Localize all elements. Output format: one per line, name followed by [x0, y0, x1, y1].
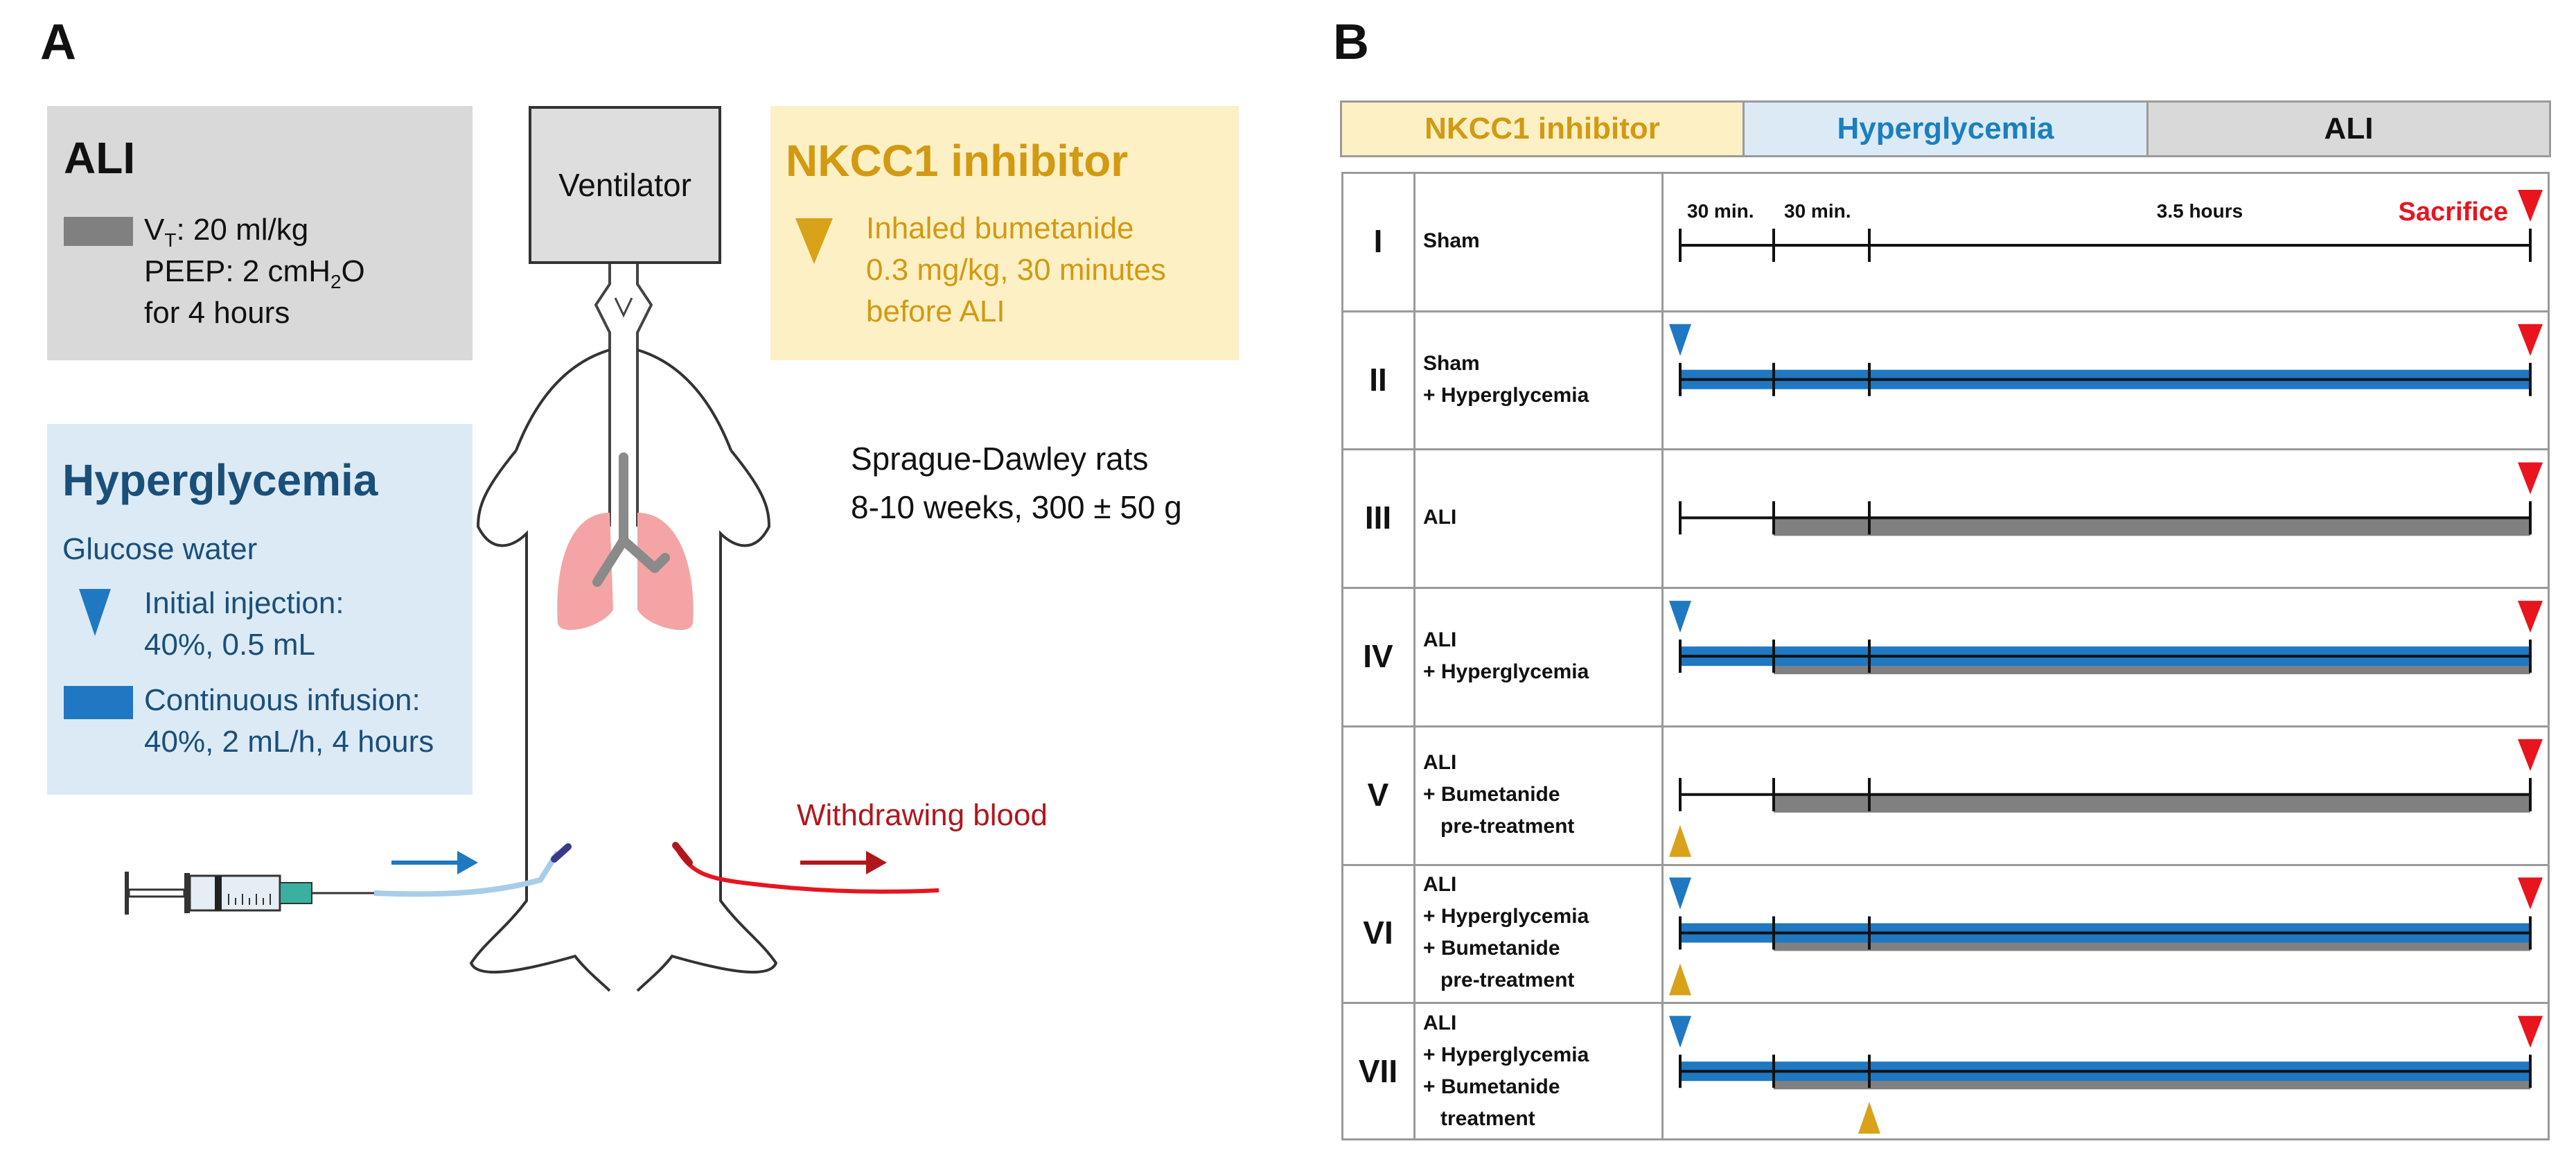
sacrifice-label: Sacrifice — [2399, 197, 2508, 227]
rat-outline-right — [636, 449, 778, 992]
group-table — [1341, 172, 2550, 1140]
ventilator-tube-left — [594, 264, 611, 527]
group-label: Sham — [1423, 229, 1480, 252]
group-number: IV — [1363, 637, 1393, 674]
infusion-line1: Continuous infusion: — [144, 683, 421, 717]
group-number: V — [1367, 776, 1389, 813]
group-label: ALI + Bumetanide pre-treatment — [1423, 750, 1575, 838]
sacrifice-triangle-icon — [2518, 739, 2543, 771]
sacrifice-triangle-icon — [2518, 190, 2543, 222]
nkcc1-box: NKCC1 inhibitor Inhaled bumetanide 0.3 m… — [770, 106, 1239, 360]
injection-triangle-icon — [1669, 877, 1691, 910]
ali-peep: PEEP: 2 cmH2O — [144, 254, 365, 292]
infusion-line2: 40%, 2 mL/h, 4 hours — [144, 725, 434, 759]
group-label: ALI + Hyperglycemia + Bumetanide pre-tre… — [1423, 873, 1589, 992]
table-divider-2 — [1661, 172, 1664, 1140]
rats-line1: Sprague-Dawley rats — [851, 441, 1149, 477]
timeline-label-30min-2: 30 min. — [1784, 200, 1851, 222]
rat-illustration — [125, 264, 939, 992]
injection-triangle-icon — [1669, 1016, 1691, 1048]
blue-triangle-icon — [79, 589, 111, 636]
withdraw-label: Withdrawing blood — [797, 798, 1048, 832]
left-lung — [557, 513, 613, 630]
rats-line2: 8-10 weeks, 300 ± 50 g — [851, 489, 1182, 525]
bumetanide-triangle-icon — [1669, 963, 1691, 996]
injection-triangle-icon — [1669, 601, 1691, 633]
row-separator — [1341, 448, 2550, 451]
panel-a-letter: A — [40, 15, 76, 70]
group-number: II — [1369, 361, 1387, 398]
rat-head-right — [637, 349, 732, 451]
sacrifice-triangle-icon — [2518, 601, 2543, 633]
bumetanide-triangle-icon — [1669, 824, 1691, 857]
catheter-line — [373, 850, 561, 897]
group-label: ALI + Hyperglycemia — [1423, 628, 1589, 683]
group-number: III — [1364, 500, 1392, 536]
legend-ali: ALI — [2146, 100, 2551, 157]
group-label: Sham + Hyperglycemia — [1423, 351, 1589, 407]
group-number: I — [1373, 222, 1383, 259]
ali-vt: VT: 20 ml/kg — [144, 213, 309, 251]
table-divider-1 — [1413, 172, 1415, 1140]
nkcc1-line2: 0.3 mg/kg, 30 minutes — [866, 253, 1166, 287]
row-separator — [1341, 310, 2550, 312]
nkcc1-line3: before ALI — [866, 294, 1005, 328]
right-lung — [637, 513, 694, 630]
blood-line — [677, 851, 939, 894]
ventilator-box: Ventilator — [529, 106, 721, 264]
ali-legend-swatch — [64, 217, 133, 246]
sacrifice-triangle-icon — [2518, 324, 2543, 356]
group-label: ALI — [1423, 506, 1457, 529]
nkcc1-line1: Inhaled bumetanide — [866, 211, 1134, 245]
ventilator-tube-right — [636, 264, 653, 527]
bumetanide-triangle-icon — [1858, 1102, 1880, 1134]
rat-head-left — [515, 349, 610, 451]
group-label: ALI + Hyperglycemia + Bumetanide treatme… — [1423, 1012, 1589, 1131]
timeline-label-3-5-hours: 3.5 hours — [2157, 200, 2243, 222]
group-number: VI — [1363, 915, 1393, 951]
row-separator — [1341, 863, 2550, 866]
row-separator — [1341, 587, 2550, 590]
injection-triangle-icon — [1669, 324, 1691, 356]
ali-bar — [1774, 793, 2530, 813]
sacrifice-triangle-icon — [2518, 877, 2543, 910]
injection-line2: 40%, 0.5 mL — [144, 628, 316, 662]
timeline-label-30min-1: 30 min. — [1687, 200, 1754, 222]
hyperglycemia-title: Hyperglycemia — [62, 455, 378, 505]
hyperglycemia-subtitle: Glucose water — [62, 532, 258, 566]
gold-triangle-icon — [795, 218, 833, 264]
nkcc1-title: NKCC1 inhibitor — [786, 136, 1129, 186]
legend-nkcc1: NKCC1 inhibitor — [1340, 100, 1745, 157]
rat-outline-left — [469, 449, 611, 992]
sacrifice-triangle-icon — [2518, 462, 2543, 495]
ali-box: ALI VT: 20 ml/kg PEEP: 2 cmH2O for 4 hou… — [47, 106, 473, 360]
ali-duration: for 4 hours — [144, 296, 290, 330]
infusion-legend-swatch — [64, 686, 133, 719]
sacrifice-triangle-icon — [2518, 1016, 2543, 1048]
ventilator-label: Ventilator — [558, 167, 691, 203]
ali-title: ALI — [64, 133, 136, 183]
row-separator — [1341, 1002, 2550, 1005]
injection-line1: Initial injection: — [144, 586, 344, 620]
ali-bar — [1774, 516, 2530, 536]
legend-hyperglycemia: Hyperglycemia — [1743, 100, 2149, 157]
group-number: VII — [1358, 1053, 1398, 1090]
hyperglycemia-box: Hyperglycemia Glucose water Initial inje… — [47, 424, 473, 795]
row-separator — [1341, 725, 2550, 728]
syringe — [125, 872, 374, 915]
bronchi — [592, 452, 670, 587]
panel-b-letter: B — [1333, 15, 1369, 70]
